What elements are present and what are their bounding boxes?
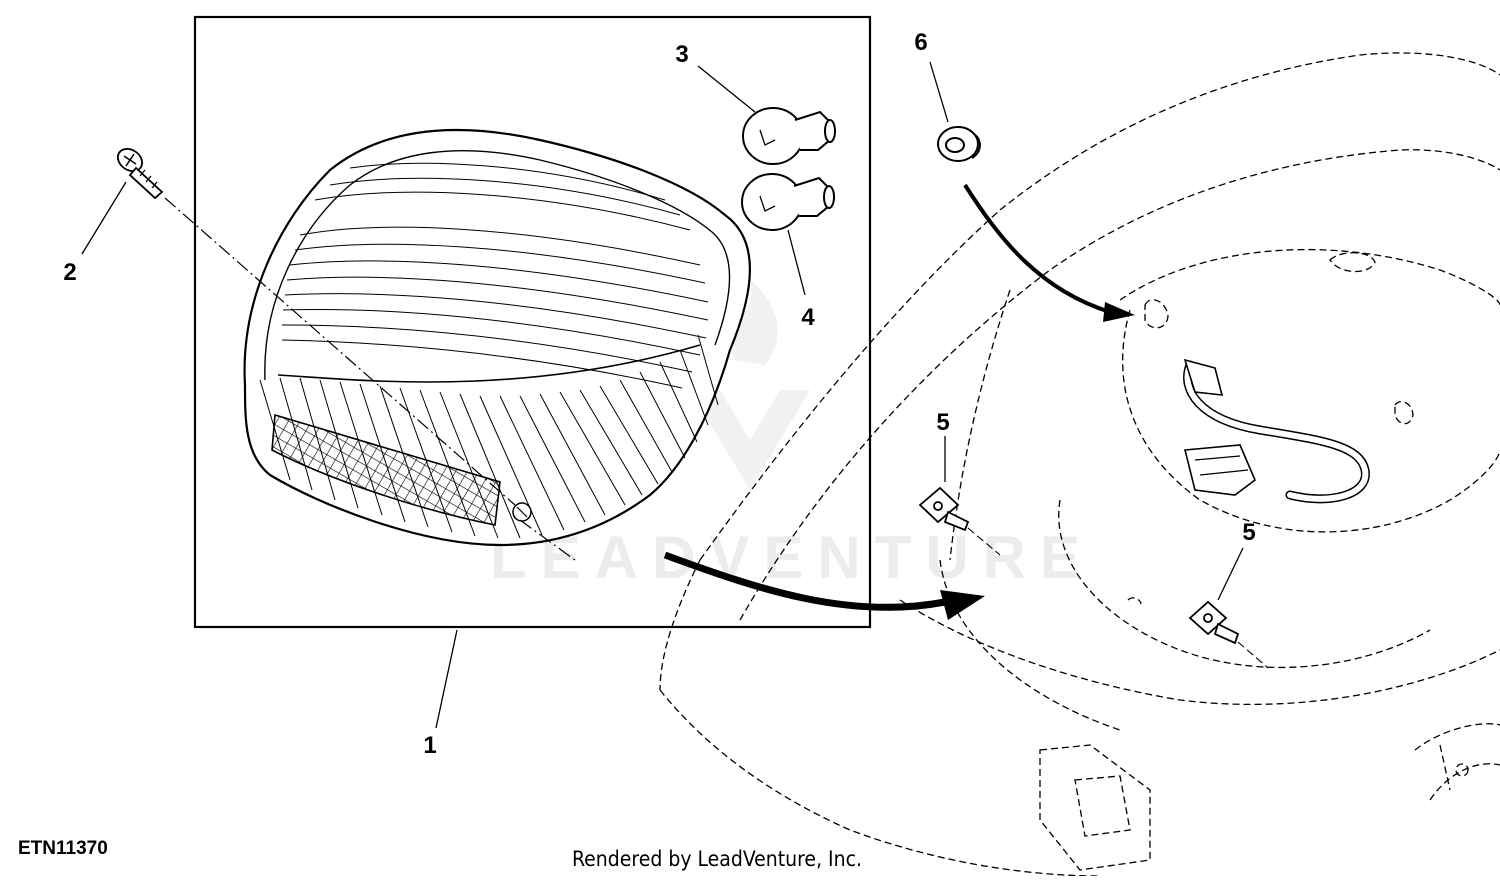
callout-4: 4 xyxy=(801,304,815,331)
watermark-text: LEADVENTURE xyxy=(490,524,1094,591)
clip-5b xyxy=(1188,600,1240,645)
clip-5a xyxy=(918,486,970,532)
bulb-3 xyxy=(742,107,836,165)
install-arrow-headlight xyxy=(663,551,946,611)
callout-6: 6 xyxy=(914,29,927,56)
figure-id: ETN11370 xyxy=(18,838,108,859)
grommet-6 xyxy=(937,126,981,162)
screw-leader-line xyxy=(164,197,516,506)
install-arrow-grommet xyxy=(963,183,1111,314)
render-credit: Rendered by LeadVenture, Inc. xyxy=(572,847,862,871)
headlight-lens-ribs xyxy=(281,162,709,389)
callout-5b: 5 xyxy=(1242,519,1255,546)
watermark: LEADVENTURE xyxy=(490,280,1094,591)
headlight-lower-ribs xyxy=(259,334,719,539)
headlight-assembly xyxy=(243,128,751,547)
callout-leaders xyxy=(81,61,1244,729)
callout-2: 2 xyxy=(63,259,76,286)
callout-5a: 5 xyxy=(936,409,949,436)
callout-1: 1 xyxy=(423,732,436,759)
tractor-hood-outline xyxy=(659,52,1500,877)
kit-box xyxy=(193,15,872,629)
bulb-4 xyxy=(741,173,835,231)
wire-harness xyxy=(1183,358,1370,504)
screw-2 xyxy=(117,148,164,200)
callout-3: 3 xyxy=(675,41,688,68)
